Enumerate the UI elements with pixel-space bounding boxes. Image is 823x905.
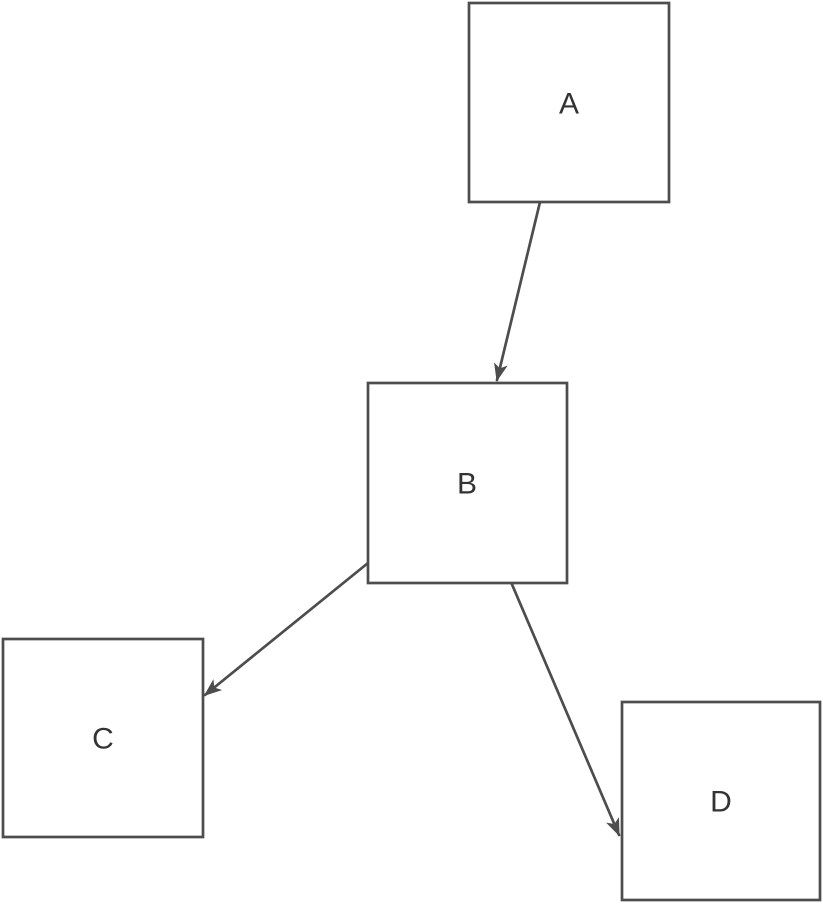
- node-c-label: C: [92, 723, 114, 756]
- node-a-label: A: [559, 88, 579, 121]
- edge-a-to-b-line[interactable]: [494, 200, 542, 382]
- node-d-box[interactable]: [620, 700, 822, 902]
- node-b[interactable]: B: [366, 381, 569, 585]
- edge-b-to-c-line[interactable]: [203, 561, 370, 697]
- edge-b-to-d-line[interactable]: [506, 573, 621, 837]
- node-d-label: D: [710, 786, 732, 819]
- node-c[interactable]: C: [1, 637, 205, 839]
- node-b-box[interactable]: [366, 381, 569, 585]
- edge-a-to-b[interactable]: [494, 200, 542, 382]
- node-d[interactable]: D: [620, 700, 822, 902]
- node-b-label: B: [457, 468, 477, 501]
- node-c-box[interactable]: [1, 637, 205, 839]
- edge-b-to-c[interactable]: [203, 561, 370, 697]
- node-a[interactable]: A: [467, 1, 671, 204]
- node-a-box[interactable]: [467, 1, 671, 204]
- edge-b-to-d[interactable]: [506, 573, 621, 837]
